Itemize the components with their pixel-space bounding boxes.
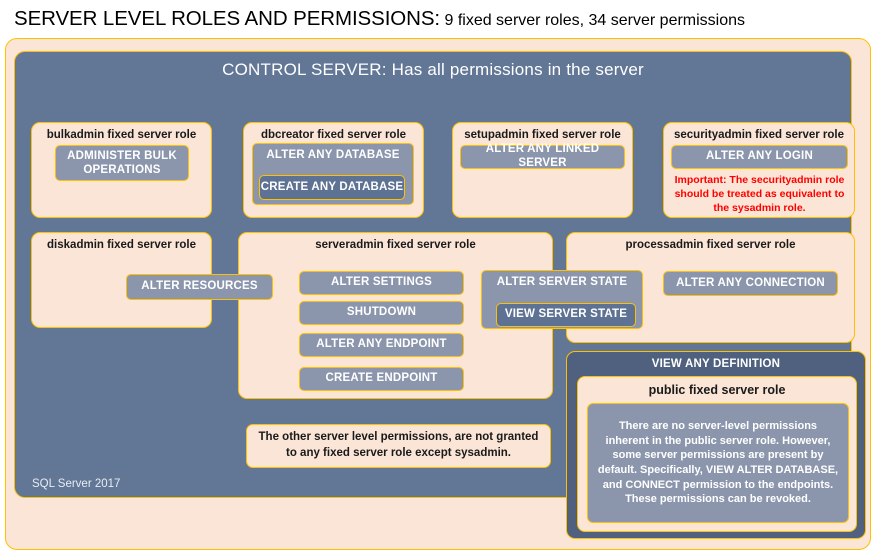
role-label-dbcreator: dbcreator fixed server role bbox=[260, 129, 407, 141]
role-box-securityadmin: securityadmin fixed server role bbox=[663, 122, 855, 218]
role-label-processadmin: processadmin fixed server role bbox=[625, 239, 796, 251]
permission-alter-resources[interactable]: ALTER RESOURCES bbox=[126, 274, 273, 300]
permission-create-any-database[interactable]: CREATE ANY DATABASE bbox=[259, 175, 405, 200]
page-title-sub: 9 fixed server roles, 34 server permissi… bbox=[444, 12, 746, 29]
product-version-label: SQL Server 2017 bbox=[32, 478, 121, 490]
other-permissions-note: The other server level permissions, are … bbox=[246, 424, 551, 468]
permission-view-any-definition-container[interactable]: VIEW ANY DEFINITION public fixed server … bbox=[566, 351, 866, 539]
permission-alter-any-login[interactable]: ALTER ANY LOGIN bbox=[671, 145, 848, 169]
role-label-bulkadmin: bulkadmin fixed server role bbox=[46, 129, 197, 141]
permission-view-server-state[interactable]: VIEW SERVER STATE bbox=[496, 303, 636, 327]
permission-alter-any-connection[interactable]: ALTER ANY CONNECTION bbox=[663, 271, 838, 296]
securityadmin-warning-note: Important: The securityadmin role should… bbox=[674, 174, 845, 214]
permission-administer-bulk-operations[interactable]: ADMINISTER BULK OPERATIONS bbox=[55, 145, 189, 181]
permission-view-any-definition-label: VIEW ANY DEFINITION bbox=[651, 358, 781, 370]
role-label-serveradmin: serveradmin fixed server role bbox=[315, 239, 476, 251]
permission-alter-settings[interactable]: ALTER SETTINGS bbox=[299, 271, 464, 295]
role-label-diskadmin: diskadmin fixed server role bbox=[47, 239, 196, 251]
role-label-securityadmin: securityadmin fixed server role bbox=[673, 129, 845, 141]
role-label-setupadmin: setupadmin fixed server role bbox=[464, 129, 621, 141]
page-title: SERVER LEVEL ROLES AND PERMISSIONS: 9 fi… bbox=[14, 7, 745, 31]
permission-alter-any-linked-server[interactable]: ALTER ANY LINKED SERVER bbox=[460, 143, 625, 169]
permission-alter-any-endpoint[interactable]: ALTER ANY ENDPOINT bbox=[299, 333, 464, 357]
control-server-label: CONTROL SERVER: Has all permissions in t… bbox=[222, 60, 644, 79]
role-box-setupadmin: setupadmin fixed server role bbox=[452, 122, 633, 218]
page-title-main: SERVER LEVEL ROLES AND PERMISSIONS: bbox=[14, 7, 441, 30]
permission-create-endpoint[interactable]: CREATE ENDPOINT bbox=[299, 367, 464, 391]
role-label-public: public fixed server role bbox=[648, 383, 786, 397]
role-box-public: public fixed server role There are no se… bbox=[577, 376, 857, 532]
public-role-description: There are no server-level permissions in… bbox=[587, 403, 849, 523]
permission-shutdown[interactable]: SHUTDOWN bbox=[299, 301, 464, 325]
